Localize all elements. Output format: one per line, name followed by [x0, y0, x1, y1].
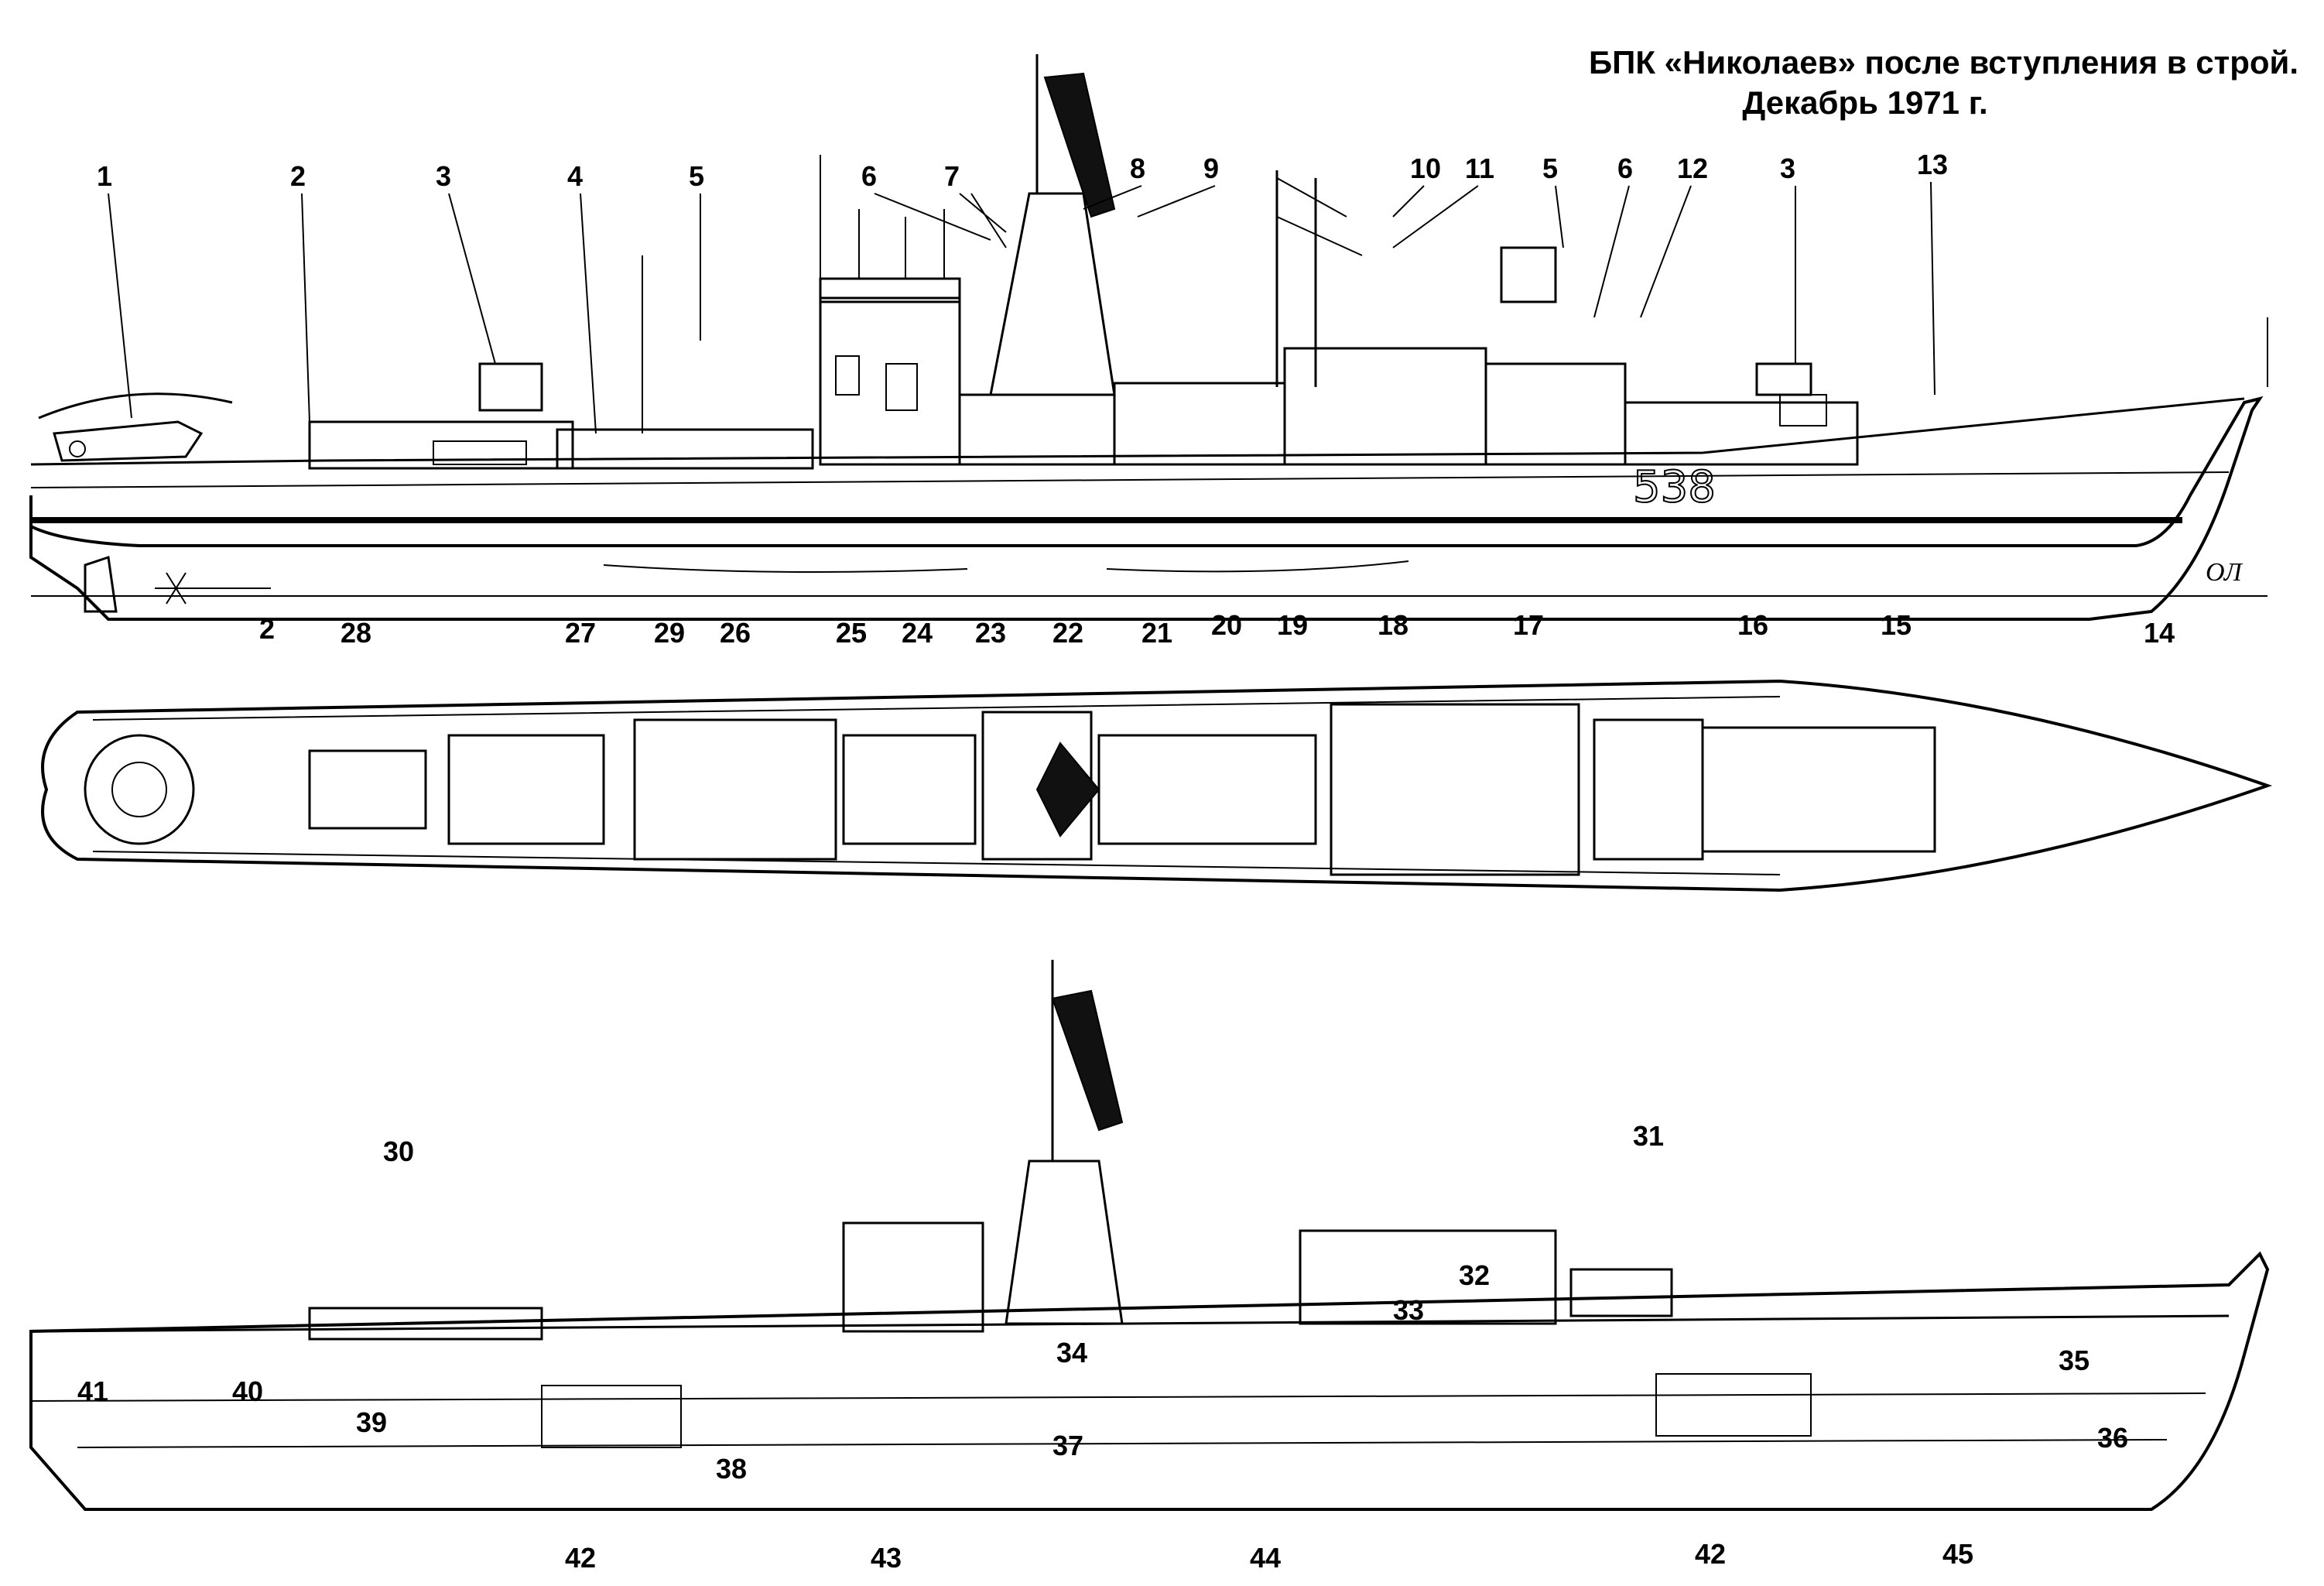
- deck-plan-view: 2 25: [41, 613, 2273, 892]
- callout-label: 27: [565, 617, 596, 649]
- compartment-label: 33: [1393, 1294, 1424, 1326]
- callout-label: 25: [836, 617, 867, 649]
- radar-antenna-icon: [1051, 989, 1124, 1132]
- callout-label: 10: [1410, 152, 1441, 184]
- waterline-label: ОЛ: [2206, 558, 2244, 587]
- helicopter-icon: [38, 392, 233, 462]
- inboard-section-view: 30 31 41 40 39 38 34 37 33 32 35 36 42 4…: [29, 960, 2270, 1574]
- callout-label: 6: [1617, 152, 1633, 184]
- compartment-label: 36: [2097, 1422, 2128, 1454]
- callout-label: 5: [1542, 152, 1558, 184]
- callout-label: 15: [1881, 609, 1912, 641]
- callout-label: 30: [383, 1136, 414, 1167]
- callout-label: 21: [1141, 617, 1172, 649]
- side-profile-view: 538 ОЛ: [29, 54, 2268, 621]
- helipad-icon: [84, 734, 195, 845]
- compartment-label: 35: [2059, 1345, 2090, 1376]
- profile-top-callouts: 1 2 3 4 5 6 7 8 9 10 11 5 6 12 3 13: [97, 149, 1948, 434]
- compartment-label: 41: [77, 1375, 108, 1407]
- callout-label: 14: [2144, 617, 2175, 649]
- callout-label: 5: [689, 160, 704, 192]
- callout-label: 19: [1277, 609, 1308, 641]
- hull-number: 538: [1633, 462, 1716, 512]
- callout-label: 18: [1378, 609, 1408, 641]
- callout-label: 4: [567, 160, 583, 192]
- compartment-label: 40: [232, 1375, 263, 1407]
- callout-label: 6: [861, 160, 877, 192]
- missile-magazine: [1655, 1373, 1812, 1437]
- profile-bottom-callouts: 28 27 29 26 25 24 23 22 21 20 19 18 17 1…: [341, 609, 2175, 649]
- callout-label: 8: [1130, 152, 1145, 184]
- compartment-label: 32: [1459, 1259, 1490, 1291]
- callout-label: 42: [565, 1542, 596, 1574]
- callout-label: 22: [1052, 617, 1083, 649]
- callout-label: 7: [944, 160, 960, 192]
- drawing-title-line2: Декабрь 1971 г.: [1742, 84, 1988, 121]
- missile-magazine: [541, 1385, 682, 1448]
- callout-label: 29: [654, 617, 685, 649]
- callout-label: 31: [1633, 1120, 1664, 1152]
- callout-label: 1: [97, 160, 112, 192]
- callout-label: 42: [1695, 1538, 1726, 1570]
- callout-label: 17: [1513, 609, 1544, 641]
- callout-label: 28: [341, 617, 371, 649]
- callout-label: 20: [1211, 609, 1242, 641]
- radar-antenna-icon: [1035, 742, 1100, 838]
- callout-label: 13: [1917, 149, 1948, 180]
- callout-label: 45: [1942, 1538, 1973, 1570]
- compartment-label: 39: [356, 1406, 387, 1438]
- callout-label: 2: [259, 613, 275, 645]
- callout-label: 44: [1250, 1542, 1281, 1574]
- compartment-label: 38: [716, 1453, 747, 1485]
- callout-label: 26: [720, 617, 751, 649]
- callout-label: 25: [836, 617, 867, 649]
- callout-label: 43: [871, 1542, 902, 1574]
- radar-antenna-icon: [1043, 72, 1116, 218]
- compartment-label: 34: [1056, 1337, 1087, 1368]
- callout-label: 2: [290, 160, 306, 192]
- callout-label: 11: [1465, 152, 1494, 184]
- drawing-title-line1: БПК «Николаев» после вступления в строй.: [1588, 44, 2298, 80]
- callout-label: 9: [1203, 152, 1219, 184]
- callout-label: 3: [1780, 152, 1795, 184]
- callout-label: 3: [436, 160, 451, 192]
- compartment-label: 37: [1052, 1430, 1083, 1461]
- callout-label: 12: [1677, 152, 1708, 184]
- callout-label: 23: [975, 617, 1006, 649]
- callout-label: 16: [1737, 609, 1768, 641]
- callout-label: 24: [902, 617, 933, 649]
